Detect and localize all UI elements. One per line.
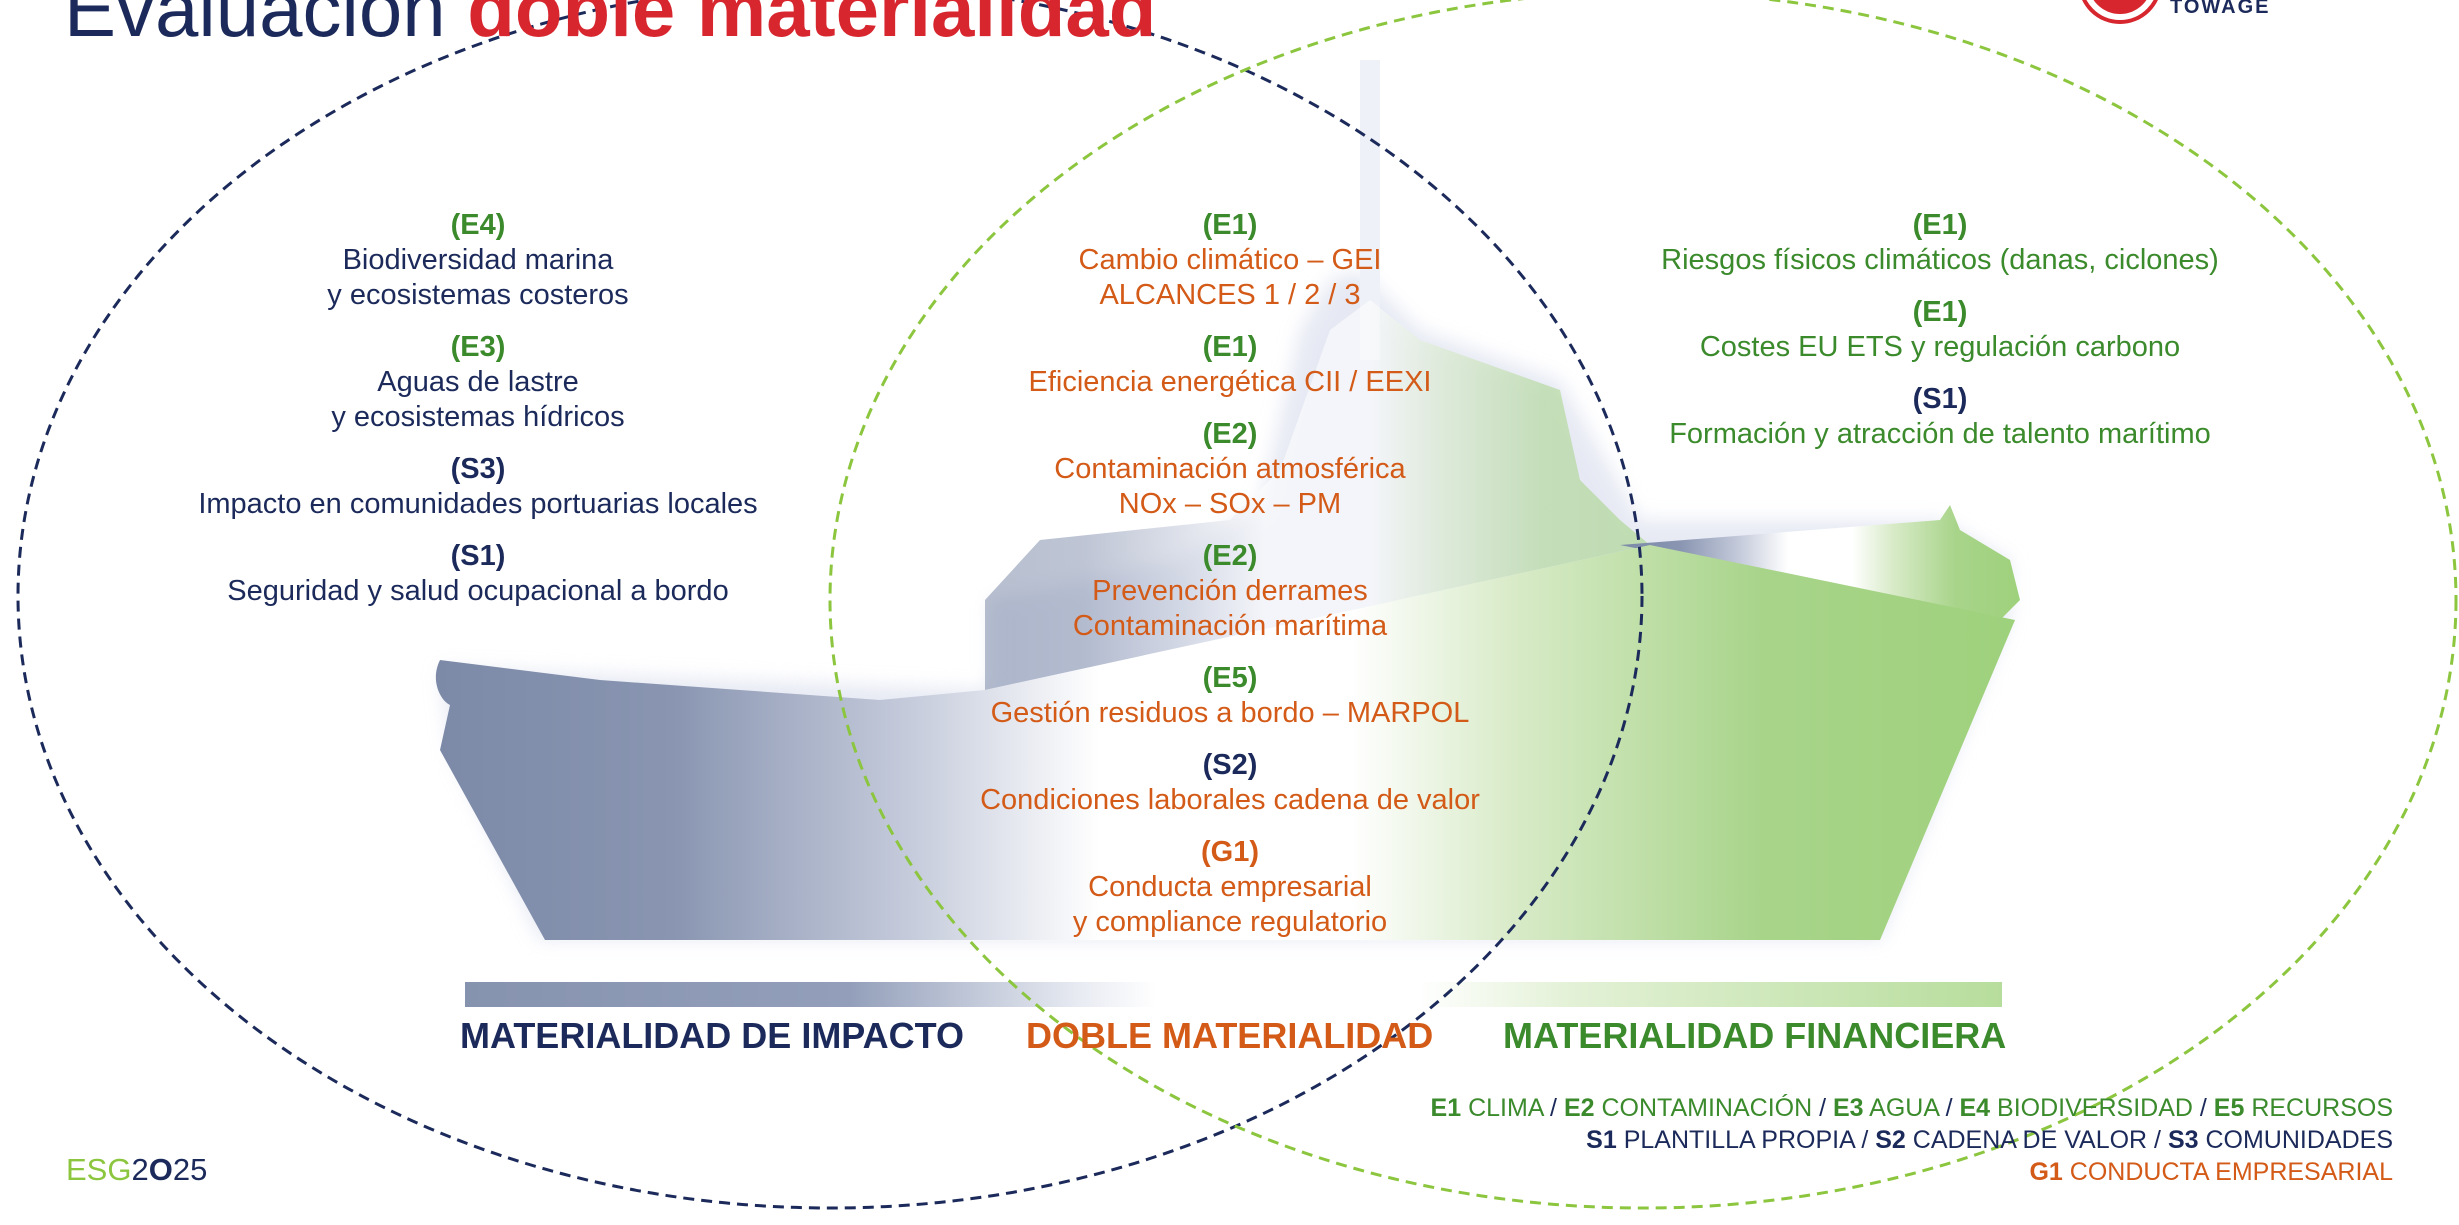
esg-logo-part: ESG bbox=[66, 1152, 132, 1187]
topic-code: (E1) bbox=[1912, 209, 1968, 241]
topic-text: Aguas de lastre y ecosistemas hídricos bbox=[331, 366, 625, 433]
legend-code: E1 bbox=[1430, 1094, 1462, 1122]
page-title: Evaluación doble materialidad bbox=[64, 0, 1156, 48]
legend-code: S1 bbox=[1586, 1126, 1617, 1154]
topic-code: (S1) bbox=[450, 540, 506, 572]
topic-item: (E2)Contaminación atmosférica NOx – SOx … bbox=[920, 417, 1540, 522]
topic-code: (S3) bbox=[450, 453, 506, 485]
impact-topics-list: (E4)Biodiversidad marina y ecosistemas c… bbox=[168, 208, 788, 626]
financial-topics-list: (E1)Riesgos físicos climáticos (danas, c… bbox=[1620, 208, 2260, 469]
financial-materiality-label: MATERIALIDAD FINANCIERA bbox=[1503, 1015, 2007, 1056]
topic-item: (E2)Prevención derrames Contaminación ma… bbox=[920, 539, 1540, 644]
topic-item: (S1)Formación y atracción de talento mar… bbox=[1620, 382, 2260, 452]
topic-text: Seguridad y salud ocupacional a bordo bbox=[227, 575, 729, 607]
materiality-gradient-bar bbox=[465, 982, 2002, 1007]
topic-code: (E2) bbox=[1202, 540, 1258, 572]
legend-text: CONDUCTA EMPRESARIAL bbox=[2069, 1158, 2393, 1186]
financial-materiality-circle bbox=[828, 0, 2458, 1210]
esg-logo-part: 25 bbox=[172, 1152, 208, 1187]
double-materiality-topics-list: (E1)Cambio climático – GEI ALCANCES 1 / … bbox=[920, 208, 1540, 957]
topic-text: Contaminación atmosférica NOx – SOx – PM bbox=[1054, 453, 1406, 520]
legend-text: COMUNIDADES bbox=[2205, 1126, 2393, 1154]
topic-text: Conducta empresarial y compliance regula… bbox=[1072, 871, 1388, 938]
legend-code: G1 bbox=[2029, 1158, 2063, 1186]
topic-item: (E1)Cambio climático – GEI ALCANCES 1 / … bbox=[920, 208, 1540, 313]
topic-text: Gestión residuos a bordo – MARPOL bbox=[990, 697, 1470, 729]
esrs-legend: E1 CLIMA / E2 CONTAMINACIÓN / E3 AGUA / … bbox=[1431, 1092, 2393, 1188]
topic-text: Condiciones laborales cadena de valor bbox=[980, 784, 1480, 816]
esg-logo-part: O bbox=[148, 1152, 173, 1187]
tugboat-silhouette bbox=[435, 60, 2020, 940]
topic-item: (E1)Costes EU ETS y regulación carbono bbox=[1620, 295, 2260, 365]
topic-code: (E4) bbox=[450, 209, 506, 241]
topic-code: (S2) bbox=[1202, 749, 1258, 781]
topic-text: Riesgos físicos climáticos (danas, ciclo… bbox=[1661, 244, 2219, 276]
double-materiality-label: DOBLE MATERIALIDAD bbox=[1026, 1015, 1434, 1056]
topic-item: (E5)Gestión residuos a bordo – MARPOL bbox=[920, 661, 1540, 731]
legend-code: E3 bbox=[1833, 1094, 1864, 1122]
legend-row: G1 CONDUCTA EMPRESARIAL bbox=[1431, 1156, 2393, 1188]
topic-item: (S2)Condiciones laborales cadena de valo… bbox=[920, 748, 1540, 818]
logo-text: TOWAGE bbox=[2170, 0, 2271, 18]
company-logo-icon bbox=[2082, 0, 2158, 24]
topic-text: Impacto en comunidades portuarias locale… bbox=[198, 488, 758, 520]
topic-code: (S1) bbox=[1912, 383, 1968, 415]
topic-item: (E3)Aguas de lastre y ecosistemas hídric… bbox=[168, 330, 788, 435]
topic-code: (E2) bbox=[1202, 418, 1258, 450]
topic-code: (E3) bbox=[450, 331, 506, 363]
topic-text: Biodiversidad marina y ecosistemas coste… bbox=[327, 244, 629, 311]
legend-code: S2 bbox=[1875, 1126, 1906, 1154]
topic-item: (E4)Biodiversidad marina y ecosistemas c… bbox=[168, 208, 788, 313]
topic-item: (E1)Eficiencia energética CII / EEXI bbox=[920, 330, 1540, 400]
topic-code: (E1) bbox=[1912, 296, 1968, 328]
legend-text: CLIMA bbox=[1468, 1094, 1544, 1122]
esg-logo-part: 2 bbox=[131, 1152, 149, 1187]
topic-code: (E1) bbox=[1202, 209, 1258, 241]
topic-text: Costes EU ETS y regulación carbono bbox=[1699, 331, 2181, 363]
title-plain: Evaluación bbox=[64, 0, 446, 53]
topic-code: (G1) bbox=[1201, 836, 1259, 868]
legend-row: S1 PLANTILLA PROPIA / S2 CADENA DE VALOR… bbox=[1586, 1126, 2393, 1154]
topic-text: Formación y atracción de talento marítim… bbox=[1669, 418, 2211, 450]
title-highlight: doble materialidad bbox=[467, 0, 1157, 53]
esg-2025-logo: ESG2O25 bbox=[66, 1152, 207, 1188]
legend-text: CADENA DE VALOR bbox=[1912, 1126, 2148, 1154]
impact-materiality-label: MATERIALIDAD DE IMPACTO bbox=[460, 1015, 964, 1056]
topic-code: (E1) bbox=[1202, 331, 1258, 363]
topic-item: (S1)Seguridad y salud ocupacional a bord… bbox=[168, 539, 788, 609]
topic-item: (S3)Impacto en comunidades portuarias lo… bbox=[168, 452, 788, 522]
topic-text: Eficiencia energética CII / EEXI bbox=[1028, 366, 1432, 398]
topic-code: (E5) bbox=[1202, 662, 1258, 694]
legend-text: BIODIVERSIDAD bbox=[1997, 1094, 2193, 1122]
legend-code: E2 bbox=[1563, 1094, 1595, 1122]
topic-item: (G1)Conducta empresarial y compliance re… bbox=[920, 835, 1540, 940]
legend-code: E5 bbox=[2213, 1094, 2245, 1122]
legend-text: PLANTILLA PROPIA bbox=[1623, 1126, 1855, 1154]
legend-text: CONTAMINACIÓN bbox=[1601, 1094, 1813, 1122]
legend-code: E4 bbox=[1959, 1094, 1991, 1122]
legend-row: E1 CLIMA / E2 CONTAMINACIÓN / E3 AGUA / … bbox=[1430, 1094, 2393, 1122]
topic-text: Prevención derrames Contaminación maríti… bbox=[1072, 575, 1388, 642]
legend-text: RECURSOS bbox=[2251, 1094, 2393, 1122]
topic-item: (E1)Riesgos físicos climáticos (danas, c… bbox=[1620, 208, 2260, 278]
legend-text: AGUA bbox=[1869, 1094, 1939, 1122]
impact-materiality-circle bbox=[16, 0, 1644, 1210]
legend-code: S3 bbox=[2167, 1126, 2199, 1154]
topic-text: Cambio climático – GEI ALCANCES 1 / 2 / … bbox=[1078, 244, 1382, 311]
